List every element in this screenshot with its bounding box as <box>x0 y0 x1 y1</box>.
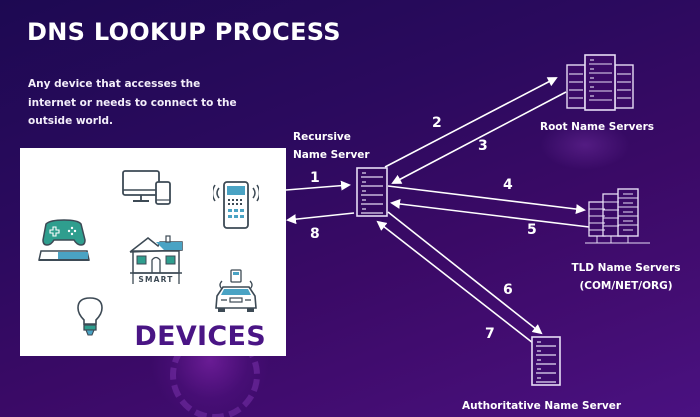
tld-servers-label: TLD Name Servers (COM/NET/ORG) <box>566 259 686 295</box>
root-servers-label: Root Name Servers <box>540 121 655 133</box>
page-title: DNS LOOKUP PROCESS <box>27 18 341 46</box>
step-number-8: 8 <box>310 226 320 242</box>
arrow-step-1 <box>285 180 351 191</box>
root-servers-icon <box>566 54 634 111</box>
authoritative-server-icon <box>531 336 561 386</box>
gamepad-icon <box>38 219 90 261</box>
arrow-step-3 <box>391 91 567 184</box>
arrow-step-2 <box>384 77 558 168</box>
authoritative-server-label: Authoritative Name Server <box>462 400 622 412</box>
tld-servers-icon <box>585 188 650 244</box>
arrow-step-7 <box>376 220 534 344</box>
smart-home-icon: SMART <box>129 235 183 284</box>
arrow-step-8 <box>286 212 355 225</box>
step-number-6: 6 <box>503 282 513 298</box>
arrow-step-4 <box>387 185 586 214</box>
step-number-3: 3 <box>478 138 488 154</box>
step-number-7: 7 <box>485 326 495 342</box>
devices-panel: SMART DEVICES <box>20 148 286 356</box>
step-number-1: 1 <box>310 170 320 186</box>
tld-servers-label-line2: (COM/NET/ORG) <box>579 280 673 292</box>
step-number-4: 4 <box>503 177 513 193</box>
car-icon <box>215 269 257 312</box>
smart-home-text: SMART <box>138 275 173 284</box>
recursive-server-label-line2: Name Server <box>293 149 370 161</box>
devices-description: Any device that accesses the internet or… <box>28 78 237 127</box>
monitor-phone-icon <box>122 170 171 205</box>
arrow-step-6 <box>387 211 543 335</box>
step-number-5: 5 <box>527 222 537 238</box>
tld-servers-label-line1: TLD Name Servers <box>571 262 681 274</box>
step-number-2: 2 <box>432 115 442 131</box>
lightbulb-icon <box>77 297 103 336</box>
arrow-step-5 <box>390 199 590 228</box>
background-glow-root <box>540 120 630 170</box>
recursive-server-icon <box>356 167 388 217</box>
recursive-server-label: Recursive Name Server <box>293 128 370 164</box>
recursive-server-label-line1: Recursive <box>293 131 351 143</box>
pos-terminal-icon <box>213 181 259 229</box>
devices-label: DEVICES <box>134 321 266 352</box>
